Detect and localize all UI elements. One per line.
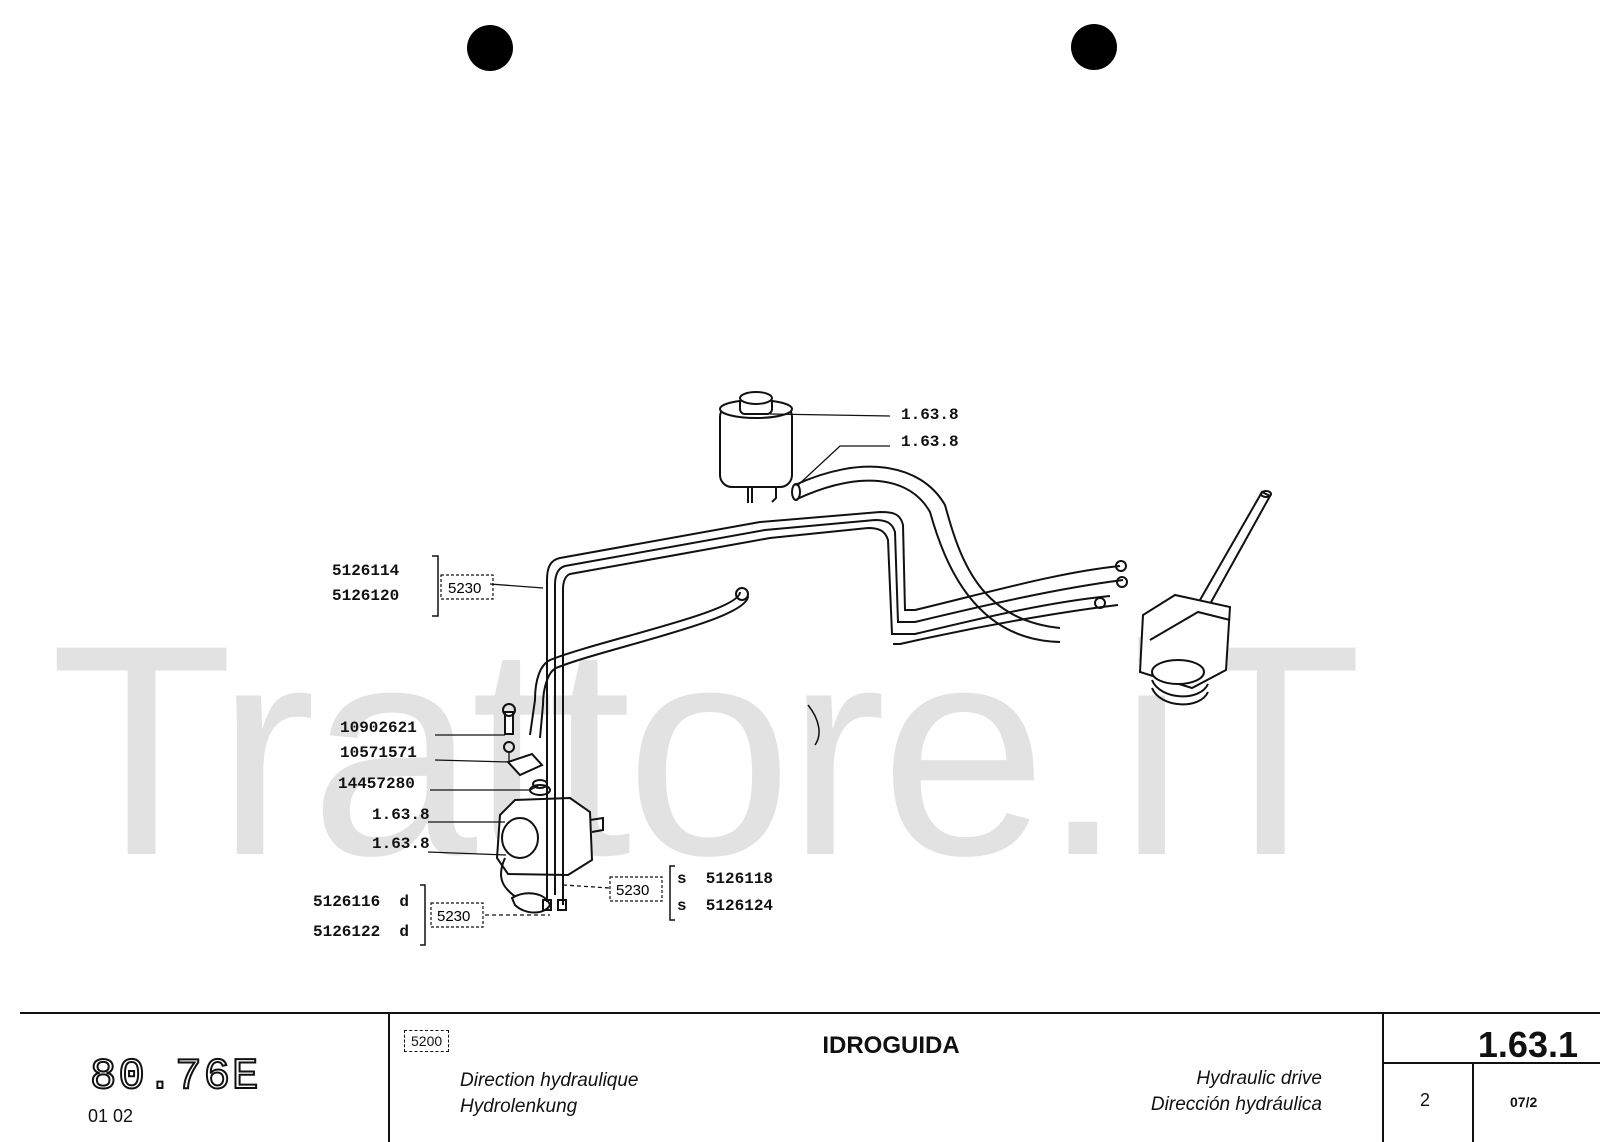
model-codes: 01 02 (88, 1106, 134, 1126)
steering-box-drawing (1138, 490, 1272, 706)
callout-pipe-5126114: 5126114 (332, 562, 400, 580)
binder-hole-left (467, 25, 513, 71)
model-number: 80.76E (89, 1051, 261, 1103)
suction-pipe-drawing (529, 587, 749, 739)
oil-reservoir-drawing (719, 391, 793, 503)
callout-bolt: 10902621 (340, 719, 417, 737)
binder-hole-right (1071, 24, 1117, 70)
ref-lower-text: 5230 (437, 908, 470, 925)
callout-reservoir-hose: 1.63.8 (901, 433, 959, 451)
group-ref-box: 5200 (404, 1030, 450, 1052)
sheet-number: 2 (1420, 1090, 1431, 1110)
title-block-model-cell: 80.76E 01 02 (20, 1014, 390, 1142)
ref-box-upper (440, 574, 494, 600)
return-hose-drawing (791, 465, 1061, 643)
revision-date: 07/2 (1510, 1094, 1538, 1110)
callout-pipe-5126116: 5126116 d (313, 893, 409, 911)
ref-box-lower (430, 902, 484, 928)
callout-pipe-5126122: 5126122 d (313, 923, 409, 941)
title-german: Hydrolenkung (460, 1096, 578, 1117)
ref-right-text: 5230 (616, 882, 649, 899)
title-spanish: Dirección hydráulica (1150, 1094, 1322, 1115)
hydraulic-steering-diagram: 1.63.8 1.63.8 5126114 5126120 5230 10902… (313, 391, 1272, 946)
title-french: Direction hydraulique (460, 1070, 639, 1091)
title-english: Hydraulic drive (1196, 1068, 1322, 1089)
callout-seal: 14457280 (338, 775, 415, 793)
brackets (420, 555, 675, 946)
title-block-number-cell: 1.63.1 2 07/2 (1382, 1014, 1600, 1142)
title-block-description-cell: 5200 IDROGUIDA Direction hydraulique Hyd… (390, 1014, 1392, 1142)
drawing-lines (420, 391, 1272, 946)
callout-pipe-5126118: s 5126118 (677, 870, 773, 888)
ref-upper-text: 5230 (448, 580, 481, 597)
callout-pipe-5126124: s 5126124 (677, 897, 773, 915)
section-title: IDROGUIDA (822, 1032, 960, 1059)
pipe-bundle-drawing (546, 510, 1128, 780)
callout-pipe-5126120: 5126120 (332, 587, 399, 605)
ref-box-right (609, 876, 663, 902)
callout-pump-a: 1.63.8 (372, 806, 430, 824)
callout-washer: 10571571 (340, 744, 417, 762)
callout-reservoir-cap: 1.63.8 (901, 406, 959, 424)
section-number: 1.63.1 (1477, 1024, 1578, 1065)
divider (1472, 1062, 1474, 1142)
pump-drawing (495, 703, 820, 914)
callout-pump-b: 1.63.8 (372, 835, 430, 853)
leader-lines (427, 413, 891, 916)
title-block: 80.76E 01 02 5200 IDROGUIDA Direction hy… (20, 1012, 1600, 1142)
divider (1384, 1062, 1600, 1064)
